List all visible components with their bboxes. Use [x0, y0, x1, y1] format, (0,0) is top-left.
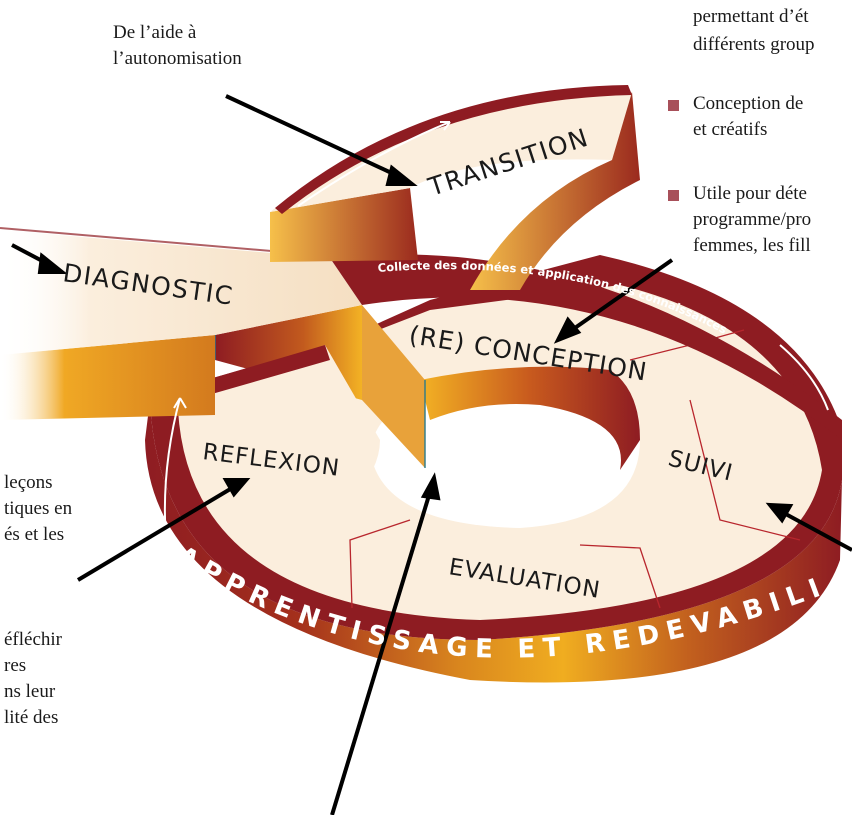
annotation-top-left-1: De l’aide à: [113, 20, 196, 46]
annotation-left-mid-2: tiques en: [4, 496, 72, 522]
annotation-left-mid-3: és et les: [4, 522, 64, 548]
bullet2-line2: programme/pro: [693, 207, 811, 233]
bullet1-line2: et créatifs: [693, 117, 767, 143]
annotation-left-low-4: lité des: [4, 705, 58, 731]
annotation-left-low-2: res: [4, 653, 26, 679]
annotation-left-low-1: éfléchir: [4, 627, 62, 653]
bullet1-line1: Conception de: [693, 91, 803, 117]
bullet2-line3: femmes, les fill: [693, 233, 811, 259]
bullet-marker-1: [668, 100, 679, 111]
annotation-left-mid-1: leçons: [4, 470, 53, 496]
bullet-marker-2: [668, 190, 679, 201]
annotation-top-right-2: différents group: [693, 32, 815, 58]
annotation-top-right-1: permettant d’ét: [693, 4, 809, 30]
bullet2-line1: Utile pour déte: [693, 181, 807, 207]
annotation-top-left-2: l’autonomisation: [113, 46, 242, 72]
annotation-left-low-3: ns leur: [4, 679, 55, 705]
